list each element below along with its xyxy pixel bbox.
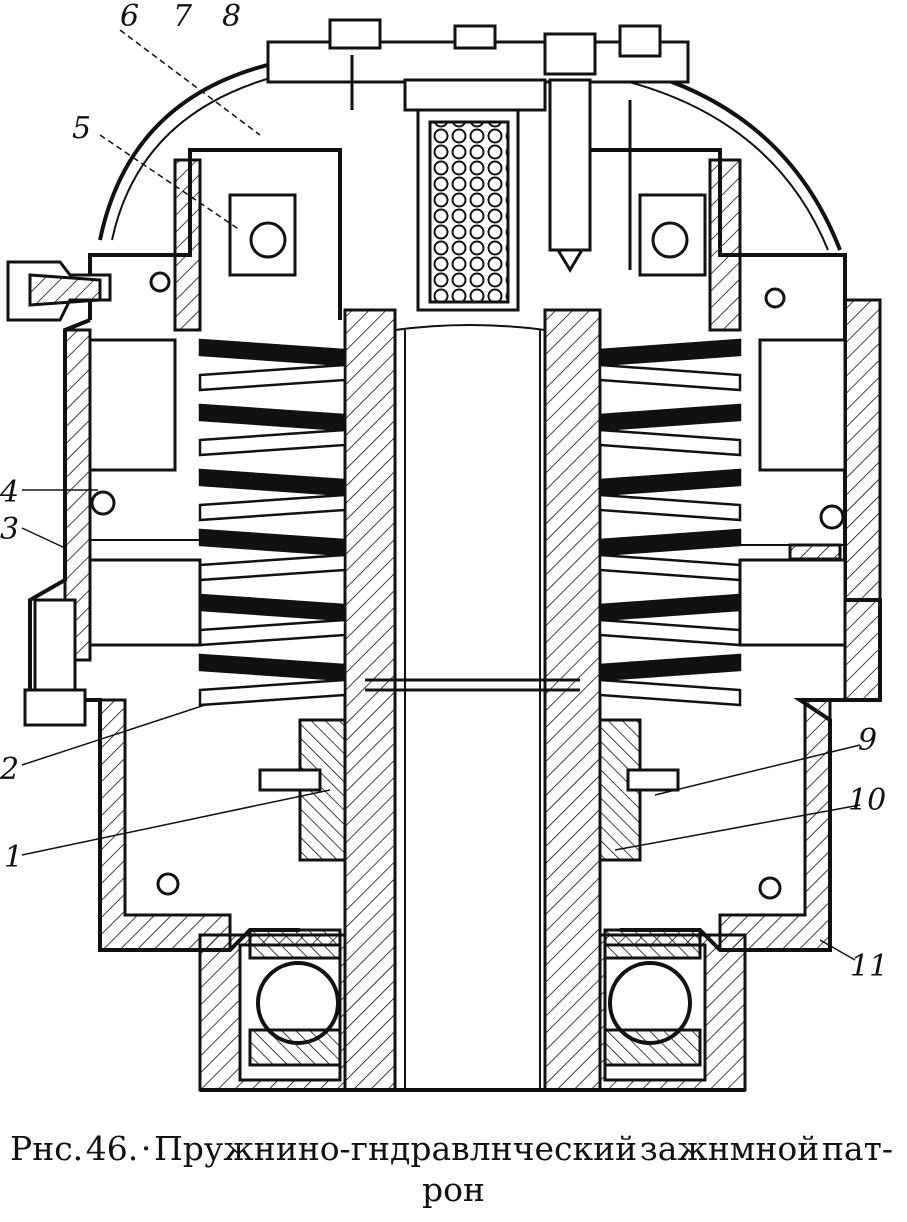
label-4: 4 bbox=[0, 475, 20, 510]
spindle-right-wall bbox=[543, 308, 602, 1092]
caption-part-1: Рнс. bbox=[10, 1129, 84, 1168]
label-11: 11 bbox=[850, 949, 889, 984]
label-6: 6 bbox=[120, 0, 140, 34]
figure-caption: Рнс. 46. · Пружнино-гндравлнческий зажнм… bbox=[0, 1128, 907, 1211]
bearing-right bbox=[598, 928, 747, 1092]
caption-part-6: пат- bbox=[821, 1129, 893, 1168]
label-8: 8 bbox=[222, 0, 242, 34]
label-3: 3 bbox=[0, 512, 20, 547]
spindle-left-wall bbox=[343, 308, 397, 1092]
spring-hydraulic-chuck-drawing bbox=[6, 18, 882, 1092]
spring-stack-left bbox=[198, 338, 347, 707]
label-2: 2 bbox=[0, 752, 20, 787]
label-7: 7 bbox=[173, 0, 193, 34]
label-10: 10 bbox=[848, 783, 887, 818]
caption-line-2: рон bbox=[422, 1170, 485, 1210]
lower-sleeve bbox=[298, 718, 347, 862]
upper-bearing-right bbox=[651, 221, 689, 259]
caption-part-4: Пружнино-гндравлнческий bbox=[154, 1129, 638, 1168]
label-5: 5 bbox=[72, 111, 92, 146]
caption-part-5: зажнмной bbox=[639, 1129, 820, 1168]
piston bbox=[88, 558, 202, 647]
bearing-left bbox=[198, 928, 347, 1092]
label-9: 9 bbox=[858, 723, 878, 758]
upper-bearing-left bbox=[249, 221, 287, 259]
caption-part-3: · bbox=[140, 1129, 152, 1168]
caption-part-2: 46. bbox=[85, 1129, 139, 1168]
spring-stack-right bbox=[598, 338, 742, 707]
label-1: 1 bbox=[4, 840, 24, 875]
